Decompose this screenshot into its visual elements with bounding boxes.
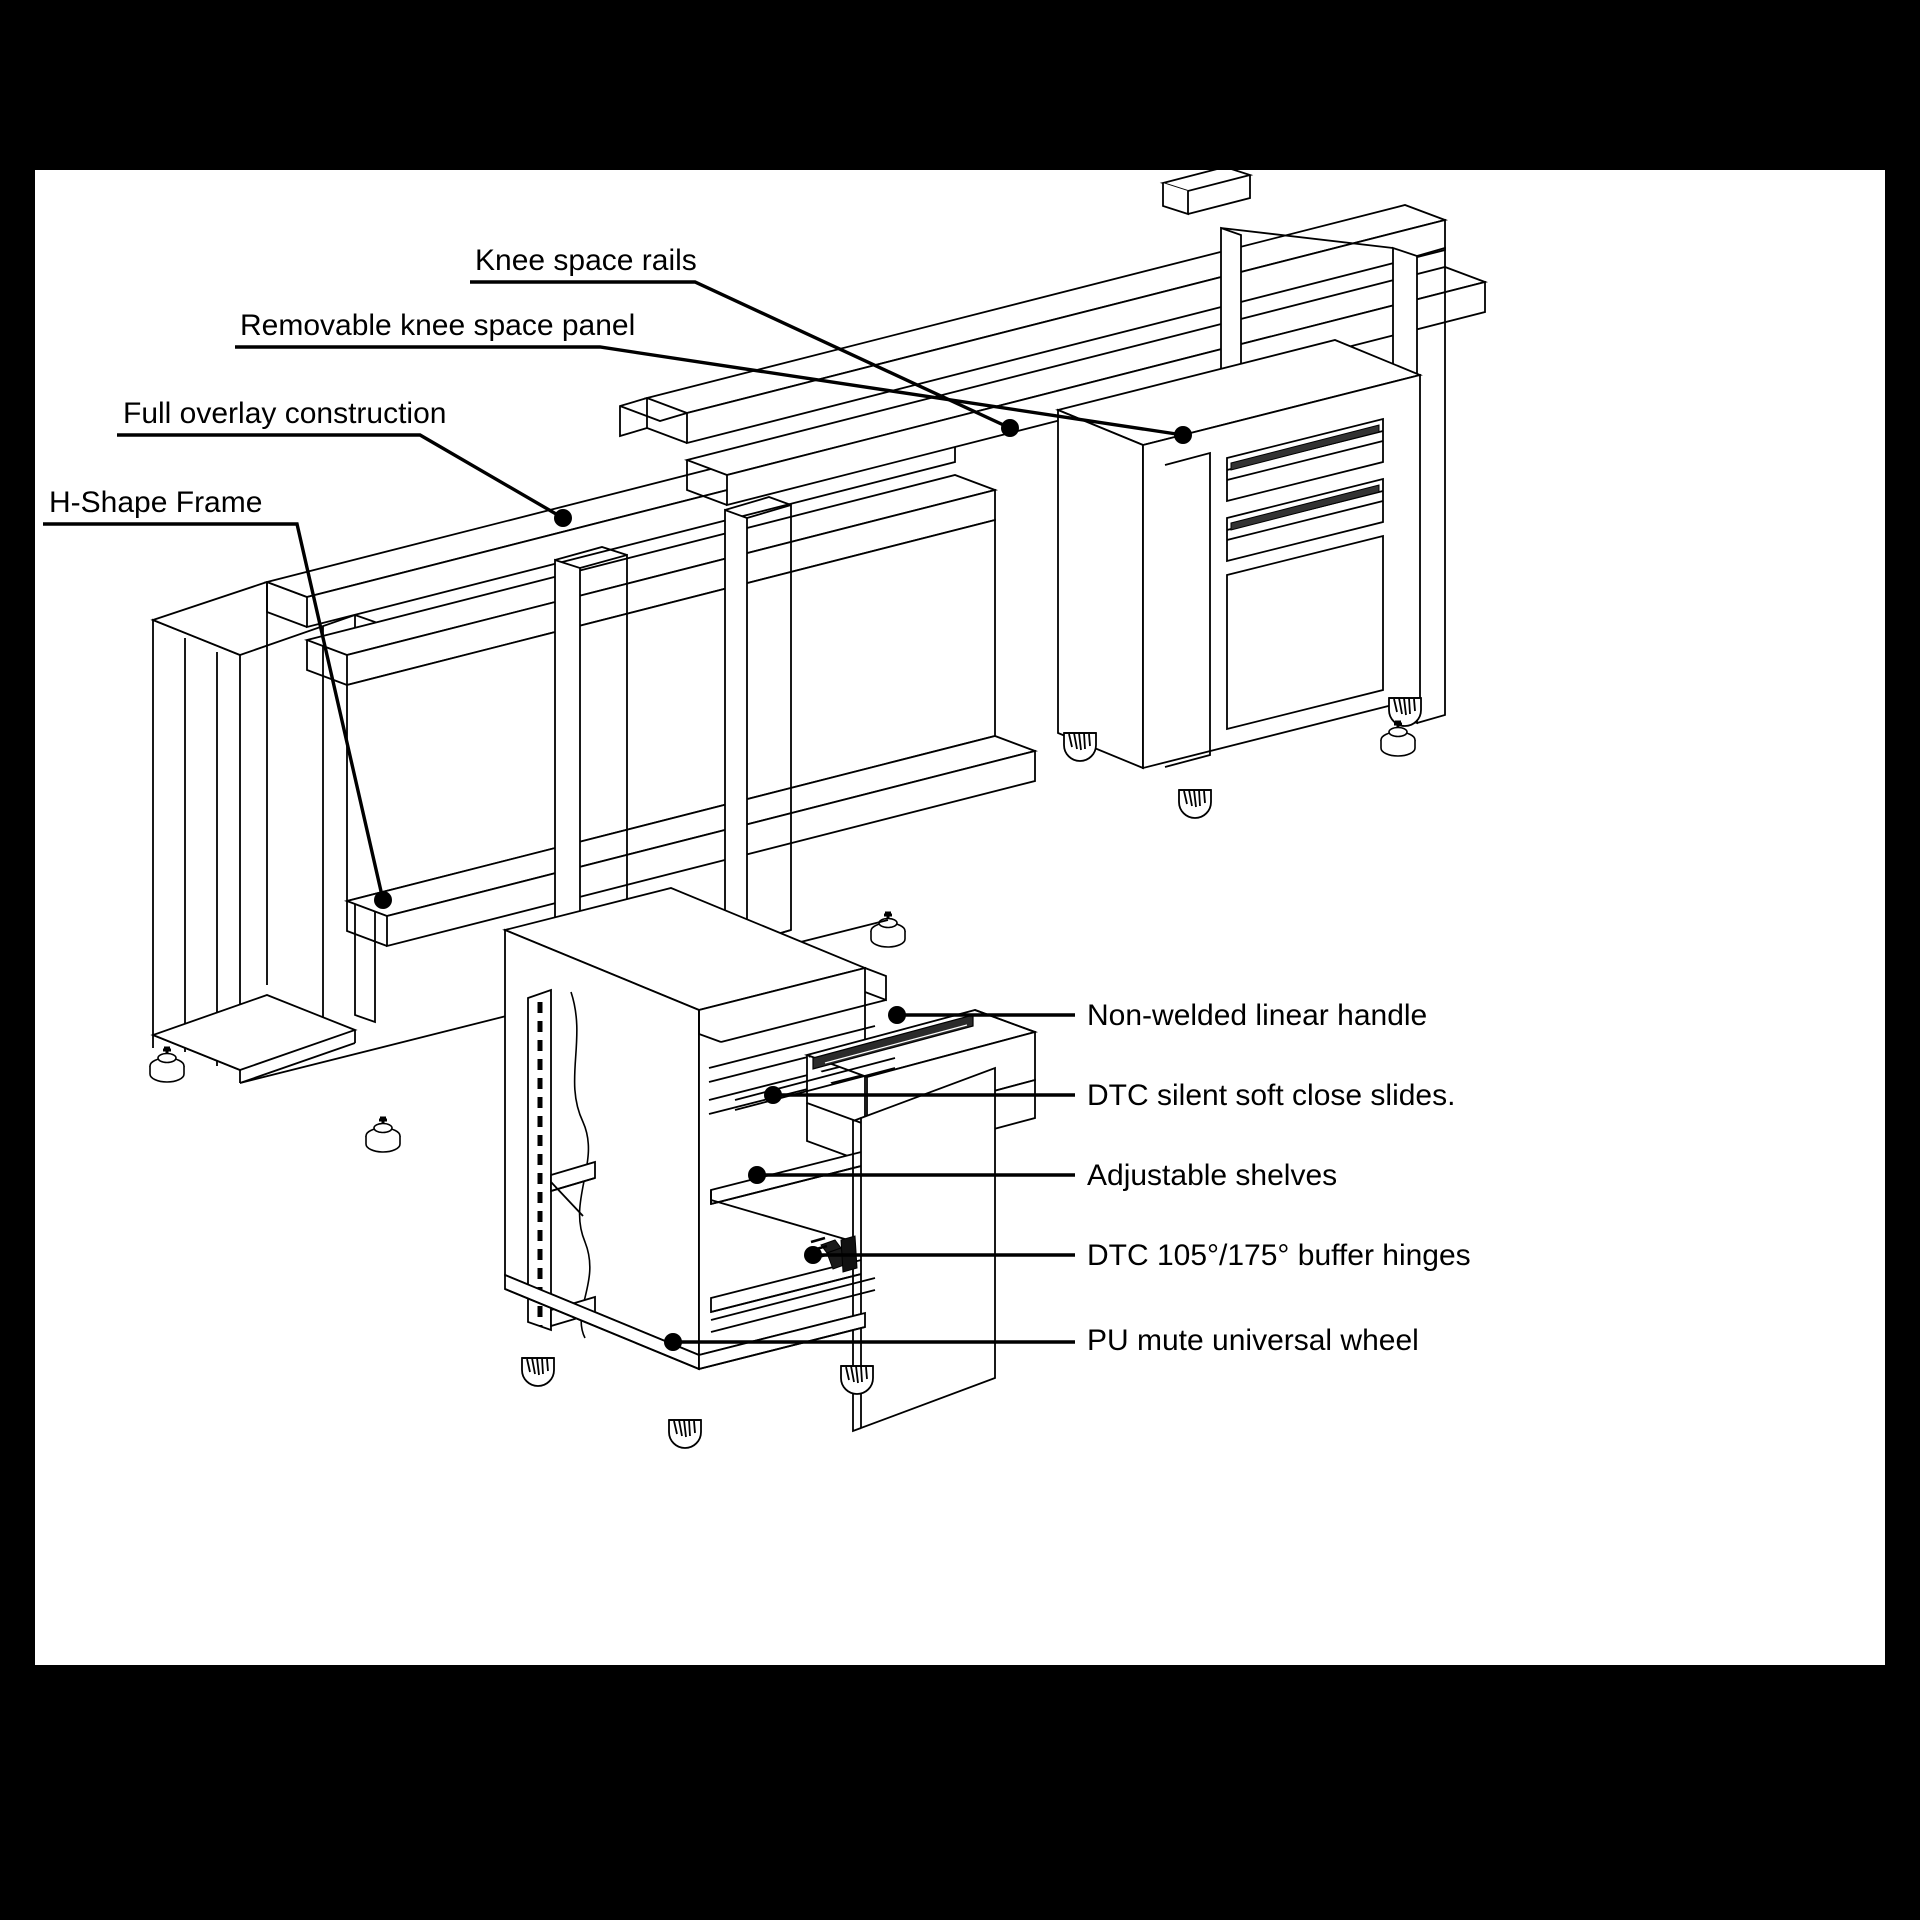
left-end-frame — [150, 581, 376, 1084]
callout-non-welded-linear-handle[interactable]: Non-welded linear handle — [888, 999, 1427, 1032]
leader-line — [117, 433, 564, 520]
leader-line — [470, 280, 1011, 430]
leveling-foot-icon — [869, 911, 907, 949]
callout-label-knee-space-rails: Knee space rails — [475, 244, 697, 277]
leveling-foot-icon — [148, 1046, 186, 1084]
knee-space-rails — [263, 416, 1039, 948]
caster-icon — [1388, 697, 1422, 727]
lower-pedestal-cabinet — [502, 887, 1038, 1449]
callout-dot — [1001, 419, 1019, 437]
callout-dot — [804, 1246, 822, 1264]
callout-adjustable-shelves[interactable]: Adjustable shelves — [748, 1159, 1337, 1192]
callout-label-h-shape-frame: H-Shape Frame — [49, 486, 262, 519]
leveling-foot-icon — [1379, 720, 1417, 758]
callout-knee-space-rails[interactable]: Knee space rails — [470, 244, 1019, 437]
callout-removable-knee-space-panel[interactable]: Removable knee space panel — [235, 309, 1192, 444]
callout-label-dtc-silent-soft-close-slides: DTC silent soft close slides. — [1087, 1079, 1455, 1112]
callout-pu-mute-universal-wheel[interactable]: PU mute universal wheel — [664, 1324, 1419, 1357]
callout-label-dtc-buffer-hinges: DTC 105°/175° buffer hinges — [1087, 1239, 1471, 1272]
drawing-canvas: Knee space rails Removable knee space pa… — [35, 170, 1885, 1665]
callouts-left: Knee space rails Removable knee space pa… — [43, 244, 1192, 909]
upper-right-pedestal — [1055, 339, 1423, 819]
caster-icon — [840, 1365, 874, 1395]
callout-dot — [374, 891, 392, 909]
leveling-foot-icon — [364, 1116, 402, 1154]
callout-h-shape-frame[interactable]: H-Shape Frame — [43, 486, 392, 909]
leader-line — [235, 345, 1184, 437]
caster-icon — [521, 1357, 555, 1387]
callout-full-overlay-construction[interactable]: Full overlay construction — [117, 397, 572, 527]
callout-dot — [664, 1333, 682, 1351]
callout-label-adjustable-shelves: Adjustable shelves — [1087, 1159, 1337, 1192]
caster-icon — [1063, 732, 1097, 762]
callout-dot — [748, 1166, 766, 1184]
callout-label-pu-mute-universal-wheel: PU mute universal wheel — [1087, 1324, 1419, 1357]
technical-line-drawing: Knee space rails Removable knee space pa… — [43, 170, 1489, 1449]
callouts-right: Non-welded linear handle DTC silent soft… — [664, 999, 1471, 1357]
callout-dot — [554, 509, 572, 527]
caster-icon — [1178, 789, 1212, 819]
callout-label-removable-knee-space-panel: Removable knee space panel — [240, 309, 635, 342]
leader-line — [43, 522, 385, 901]
callout-label-non-welded-linear-handle: Non-welded linear handle — [1087, 999, 1427, 1032]
callout-dot — [764, 1086, 782, 1104]
callout-dtc-silent-soft-close-slides[interactable]: DTC silent soft close slides. — [764, 1079, 1455, 1112]
callout-dtc-buffer-hinges[interactable]: DTC 105°/175° buffer hinges — [804, 1239, 1471, 1272]
callout-label-full-overlay-construction: Full overlay construction — [123, 397, 446, 430]
caster-icon — [668, 1419, 702, 1449]
callout-dot — [888, 1006, 906, 1024]
bench-frame-assembly — [148, 170, 1489, 1449]
callout-dot — [1174, 426, 1192, 444]
